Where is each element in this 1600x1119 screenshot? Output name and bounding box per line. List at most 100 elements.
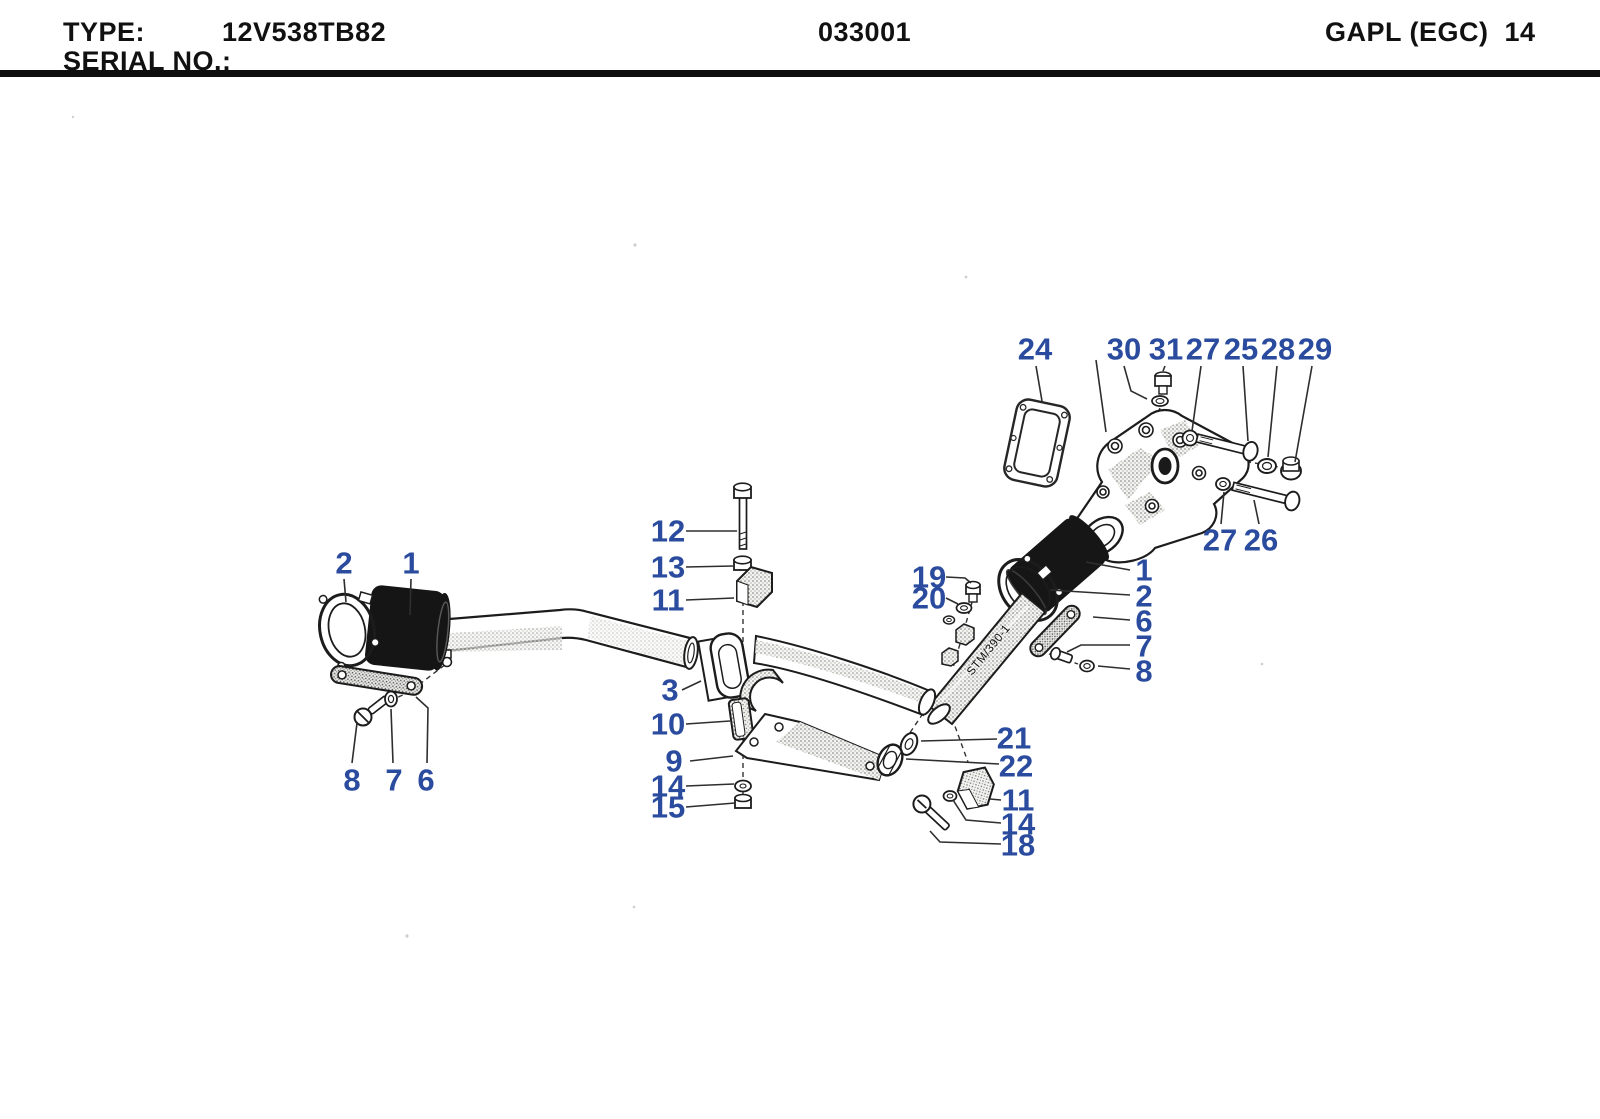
- leader-line-6-28: [415, 696, 429, 764]
- leader-line-9-23: [689, 755, 734, 762]
- clip-bracket-b: [941, 647, 959, 667]
- callout-6-11: 6: [1135, 604, 1152, 639]
- leader-line-26-8: [1253, 499, 1260, 525]
- washer-28: [1257, 458, 1277, 474]
- bolt-25: [1195, 433, 1259, 462]
- nut-20: [955, 602, 973, 614]
- support-strap-left: [330, 665, 424, 696]
- callout-12-18: 12: [651, 514, 685, 549]
- manifold-elbow: [1070, 408, 1250, 564]
- callout-6-28: 6: [417, 763, 434, 798]
- nut-27-top: [1181, 429, 1199, 447]
- leader-line-18-33: [929, 830, 1002, 845]
- clamp-half-lower: [956, 766, 995, 810]
- screw-left: [353, 695, 390, 727]
- clip-bracket-a: [955, 623, 975, 646]
- bolt-26: [1231, 481, 1301, 512]
- leader-line-2-16: [343, 578, 347, 603]
- leader-line-25-4: [1242, 365, 1249, 442]
- extra-line-0: [1095, 359, 1107, 433]
- support-bracket: [734, 712, 888, 782]
- leader-line-6-11: [1092, 616, 1131, 621]
- callout-11-20: 11: [652, 583, 685, 618]
- bolt-31: [1154, 371, 1172, 395]
- leader-line-7-12: [1066, 644, 1130, 653]
- scan-specks: [71, 115, 1264, 938]
- leader-line-13-19: [685, 565, 734, 568]
- callout-27-7: 27: [1203, 523, 1237, 558]
- hose-clamp-left: [318, 590, 380, 671]
- nut-15: [734, 793, 752, 809]
- callout-7-12: 7: [1135, 629, 1152, 664]
- leader-line-30-1: [1123, 365, 1148, 400]
- callout-1-9: 1: [1135, 553, 1152, 588]
- washer-14-lower: [942, 790, 958, 802]
- leader-line-8-13: [1097, 665, 1131, 670]
- callout-11-31: 11: [1002, 783, 1035, 818]
- seal-ring-30: [1151, 395, 1169, 407]
- header-rule: [0, 70, 1600, 77]
- callout-30-1: 30: [1107, 332, 1141, 367]
- section-code: GAPL (EGC) 14: [1325, 17, 1536, 47]
- leader-line-28-5: [1267, 365, 1278, 458]
- clamp-block: [727, 697, 755, 741]
- saddle-clamp-upper: [739, 668, 784, 712]
- callout-13-19: 13: [651, 550, 685, 585]
- main-pipe: [435, 608, 699, 670]
- callout-19-14: 19: [912, 560, 946, 595]
- leader-line-27-3: [1191, 365, 1202, 432]
- leader-line-19-14: [945, 576, 972, 584]
- leader-line-11-20: [685, 597, 735, 601]
- nut-right: [1079, 659, 1095, 673]
- leader-line-20-15: [945, 597, 959, 605]
- callout-14-24: 14: [651, 769, 686, 804]
- union-nut-22: [876, 743, 904, 777]
- support-strap-right: [1029, 604, 1081, 658]
- callout-2-10: 2: [1135, 579, 1152, 614]
- bolt-18: [912, 794, 950, 831]
- callout-9-23: 9: [665, 744, 682, 779]
- washer-14-center: [734, 779, 752, 793]
- washer-small: [942, 615, 956, 625]
- bolt-19: [965, 580, 981, 603]
- leader-line-15-25: [685, 802, 736, 808]
- callout-1-17: 1: [402, 546, 419, 581]
- flange: [696, 632, 751, 702]
- callout-3-21: 3: [661, 673, 678, 708]
- leader-line-3-21: [681, 680, 702, 691]
- callout-27-3: 27: [1186, 332, 1220, 367]
- callout-10-22: 10: [651, 707, 685, 742]
- callout-25-4: 25: [1224, 332, 1258, 367]
- callout-8-26: 8: [343, 763, 360, 798]
- hose-sleeve-left: [365, 585, 451, 671]
- leader-line-8-26: [351, 722, 358, 764]
- leader-line-24-0: [1035, 365, 1043, 402]
- leader-line-31-2: [1162, 365, 1166, 372]
- callout-29-6: 29: [1298, 332, 1332, 367]
- callout-28-5: 28: [1261, 332, 1295, 367]
- type-label: TYPE:: [63, 17, 146, 47]
- leader-line-29-6: [1294, 365, 1313, 463]
- gasket: [1003, 398, 1071, 488]
- nut-13: [733, 555, 752, 571]
- callout-8-13: 8: [1135, 654, 1152, 689]
- leader-line-2-10: [1049, 589, 1131, 596]
- hose-clamp-right: [997, 554, 1064, 622]
- type-value: 12V538TB82: [222, 17, 387, 47]
- callout-24-0: 24: [1018, 332, 1053, 367]
- unlabeled-leader-lines: [1095, 359, 1107, 433]
- leader-line-21-29: [920, 738, 998, 742]
- callout-31-2: 31: [1149, 332, 1183, 367]
- callout-15-25: 15: [651, 790, 685, 825]
- washer-21: [899, 732, 919, 756]
- callout-2-16: 2: [335, 546, 352, 581]
- screw-right: [1049, 646, 1074, 664]
- callout-26-8: 26: [1244, 523, 1278, 558]
- leader-line-1-17: [409, 578, 412, 616]
- leader-line-10-22: [685, 720, 731, 725]
- leader-line-14-32: [952, 799, 1002, 824]
- callout-7-27: 7: [385, 763, 402, 798]
